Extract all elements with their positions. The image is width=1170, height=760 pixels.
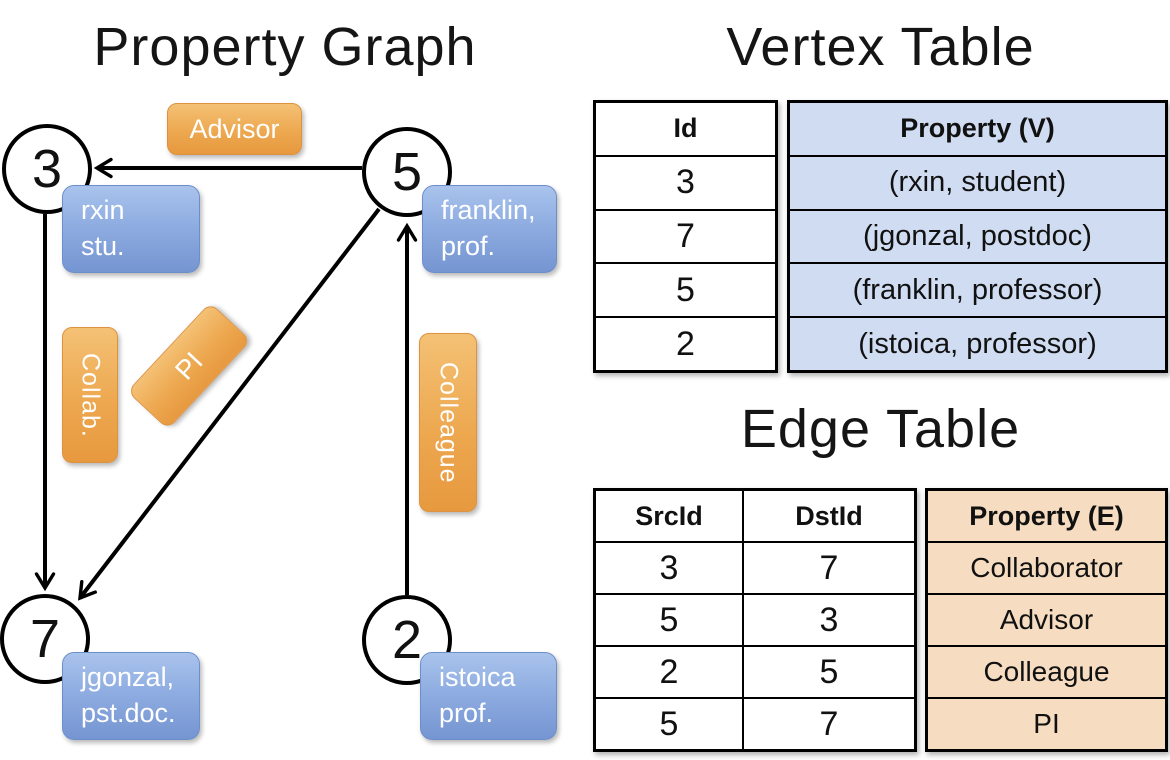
vertex-property-box-rxin: rxin stu. bbox=[62, 185, 200, 273]
edge-table-cell: Advisor bbox=[928, 593, 1165, 645]
property-line: franklin, bbox=[441, 195, 536, 226]
vertex-id: 3 bbox=[31, 139, 63, 199]
edge-table-cell: 5 bbox=[596, 699, 744, 749]
vertex-table-cell: 5 bbox=[596, 262, 775, 316]
edge-table-header-row: SrcId DstId bbox=[596, 491, 914, 541]
property-line: rxin bbox=[81, 195, 125, 226]
edge-label-text: Colleague bbox=[434, 361, 463, 484]
vertex-table-cell: 2 bbox=[596, 316, 775, 370]
edge-label-advisor: Advisor bbox=[167, 103, 302, 155]
edge-table-header-srcid: SrcId bbox=[596, 491, 744, 541]
vertex-table-property-column: Property (V) (rxin, student) (jgonzal, p… bbox=[787, 100, 1168, 373]
edge-table-row: 5 3 bbox=[596, 593, 914, 645]
vertex-table-cell: (jgonzal, postdoc) bbox=[790, 208, 1165, 263]
vertex-property-box-franklin: franklin, prof. bbox=[422, 185, 557, 273]
edge-table-cell: Collaborator bbox=[928, 541, 1165, 593]
edge-table-cell: 2 bbox=[596, 647, 744, 697]
edge-label-collab: Collab. bbox=[62, 327, 118, 463]
edge-table-cell: 7 bbox=[819, 548, 839, 587]
graph-edges-layer bbox=[34, 157, 418, 601]
edge-table-cell: 3 bbox=[596, 543, 744, 593]
edge-label-text: Collab. bbox=[76, 352, 105, 438]
edge-label-colleague: Colleague bbox=[419, 333, 477, 512]
property-line: prof. bbox=[441, 231, 496, 261]
property-line: prof. bbox=[439, 698, 494, 728]
edge-label-text: PI bbox=[168, 346, 209, 386]
edge-table-cell: Colleague bbox=[928, 645, 1165, 697]
edge-table-cell: 5 bbox=[819, 652, 839, 691]
edge-table-row: 2 5 bbox=[596, 645, 914, 697]
vertex-id: 7 bbox=[29, 609, 61, 669]
property-line: jgonzal, bbox=[81, 662, 175, 693]
edge-table-row: 5 7 bbox=[596, 697, 914, 749]
edge-table-cell: PI bbox=[928, 697, 1165, 749]
edge-line-pi-5-to-7 bbox=[78, 207, 381, 601]
edge-table-cell: 3 bbox=[819, 600, 839, 639]
property-line: pst.doc. bbox=[81, 698, 176, 728]
edge-table-row: 3 7 bbox=[596, 541, 914, 593]
edge-table-src-dst-columns: SrcId DstId 3 7 5 3 2 5 5 7 bbox=[593, 488, 917, 752]
vertex-table-id-column: Id 3 7 5 2 bbox=[593, 100, 778, 373]
property-line: stu. bbox=[81, 231, 125, 261]
vertex-table-header-property: Property (V) bbox=[900, 113, 1055, 144]
vertex-node-2: 2 bbox=[362, 595, 452, 685]
property-graph-title: Property Graph bbox=[93, 17, 477, 77]
vertex-table-cell: 7 bbox=[596, 208, 775, 263]
edge-table-cell: 5 bbox=[596, 595, 744, 645]
vertex-node-5: 5 bbox=[362, 127, 452, 217]
vertex-table-cell: (istoica, professor) bbox=[790, 316, 1165, 370]
vertex-property-box-jgonzal: jgonzal, pst.doc. bbox=[62, 652, 200, 740]
vertex-id: 5 bbox=[391, 142, 423, 202]
property-line: istoica bbox=[439, 662, 516, 693]
edge-table-header-property: Property (E) bbox=[969, 500, 1124, 531]
vertex-property-box-istoica: istoica prof. bbox=[420, 652, 557, 740]
vertex-table-cell: (franklin, professor) bbox=[790, 262, 1165, 316]
edge-table-title: Edge Table bbox=[740, 399, 1021, 459]
vertex-table-cell: 3 bbox=[596, 154, 775, 209]
edge-table-cell: 7 bbox=[819, 704, 839, 743]
vertex-table-header-id: Id bbox=[673, 113, 698, 144]
edge-table-property-column: Property (E) Collaborator Advisor Collea… bbox=[925, 488, 1168, 752]
vertex-table-title: Vertex Table bbox=[726, 17, 1035, 77]
vertex-id: 2 bbox=[391, 610, 423, 670]
vertex-table-cell: (rxin, student) bbox=[790, 154, 1165, 209]
edge-table-header-dstid: DstId bbox=[795, 500, 863, 531]
edge-label-text: Advisor bbox=[189, 113, 280, 144]
